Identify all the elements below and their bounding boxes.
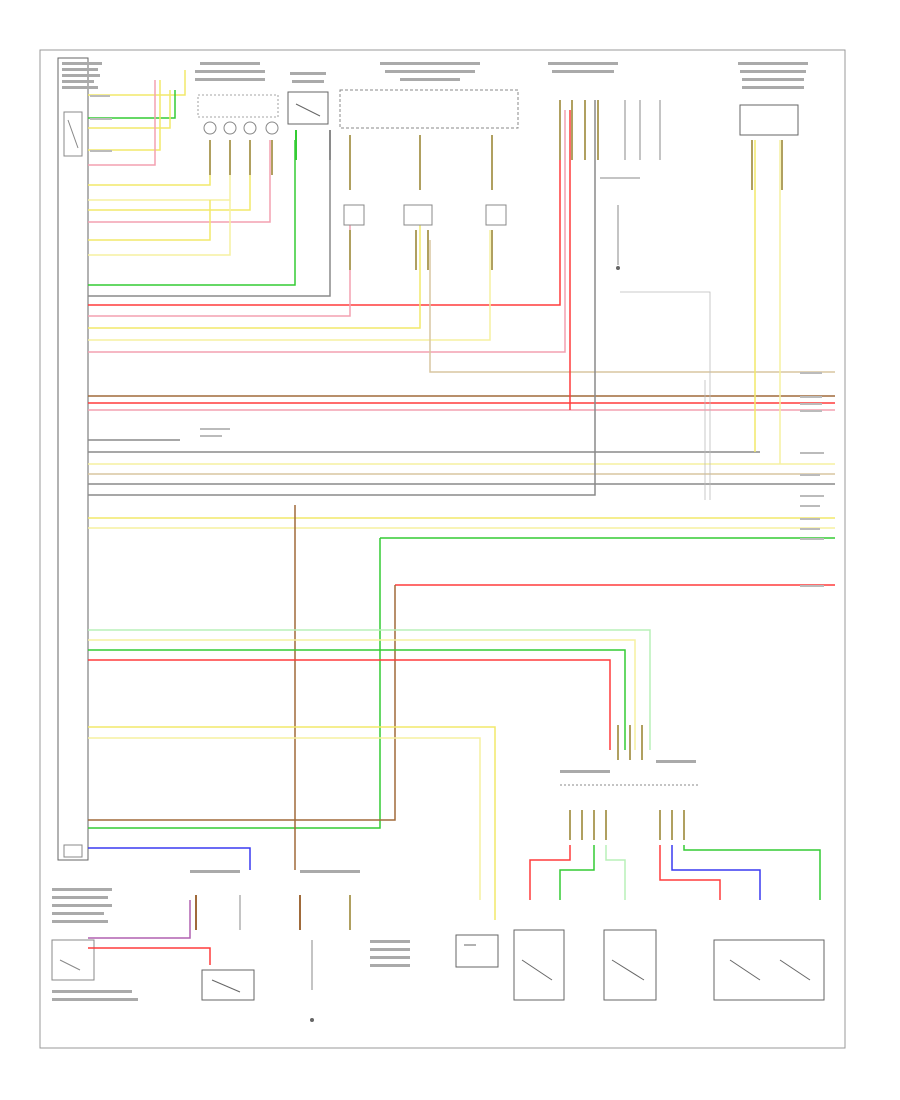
harness-middle [88, 100, 835, 496]
harness-lower [88, 505, 835, 920]
connector-block [339, 62, 519, 270]
main-controller [57, 57, 102, 861]
relay [738, 62, 808, 190]
bottom-left-module [51, 888, 211, 1001]
junction-connector [548, 62, 661, 270]
diagram-border [39, 49, 846, 1049]
pedal-sensor [299, 870, 410, 1022]
accelerator-module [190, 870, 255, 1001]
igniter-group [195, 62, 279, 175]
position-sensor-b [513, 725, 821, 1001]
inertia-switch [287, 72, 331, 160]
dual-switch [713, 939, 825, 1001]
reference-lines [620, 291, 711, 500]
label-blocks [90, 95, 824, 587]
position-sensor-a [455, 934, 499, 968]
